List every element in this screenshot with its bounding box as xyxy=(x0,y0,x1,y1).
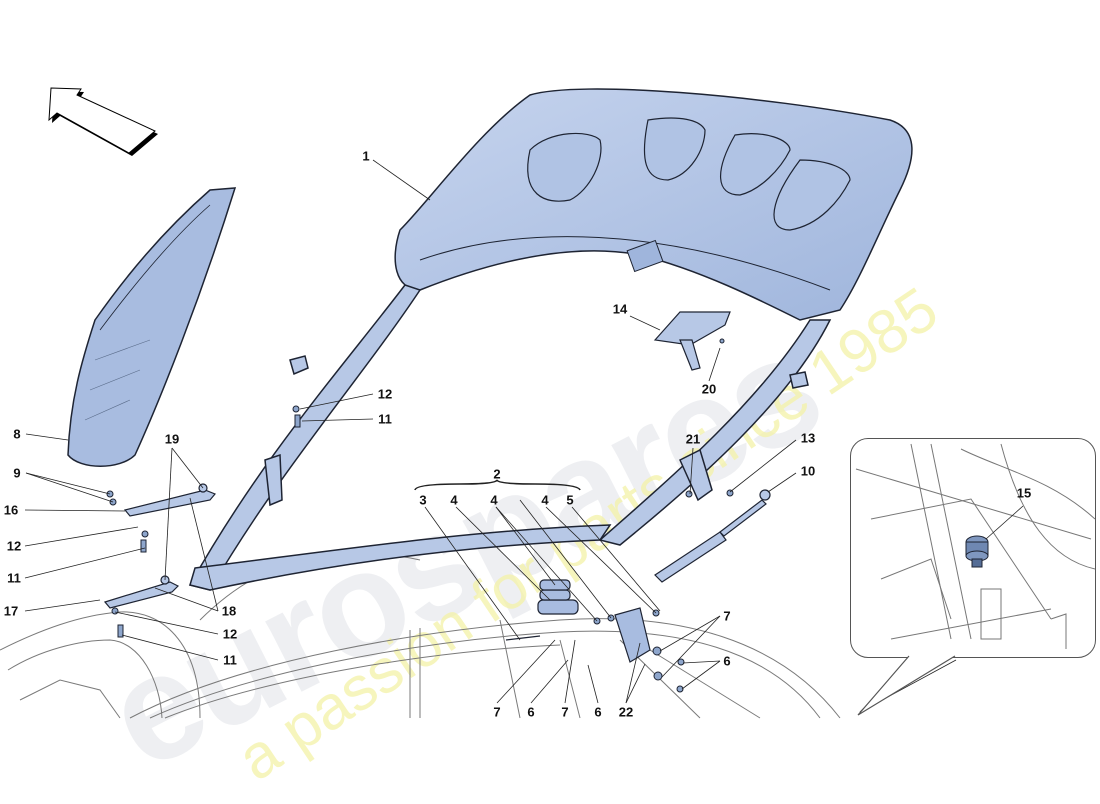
callout-14: 14 xyxy=(612,301,628,317)
part-1-engine-lid xyxy=(394,88,913,321)
callout-19: 19 xyxy=(164,431,180,447)
callout-16: 16 xyxy=(3,502,19,518)
callout-2: 2 xyxy=(493,466,501,482)
callout-15: 15 xyxy=(1016,485,1032,501)
callout-12: 12 xyxy=(377,386,393,402)
hood-frame xyxy=(188,284,832,591)
callout-11: 11 xyxy=(378,411,392,427)
callout-9: 9 xyxy=(13,465,21,481)
callout-12: 12 xyxy=(222,626,238,642)
part-14-bracket xyxy=(653,311,731,371)
part-15-rubber-buffer xyxy=(965,535,989,568)
callout-12: 12 xyxy=(6,538,22,554)
fasteners xyxy=(106,338,734,693)
callout-10: 10 xyxy=(800,463,816,479)
callout-5: 5 xyxy=(566,492,574,508)
callout-6: 6 xyxy=(527,704,535,720)
part-2-hinge-assembly xyxy=(505,579,651,663)
callout-7: 7 xyxy=(723,608,731,624)
callout-22: 22 xyxy=(618,704,634,720)
callout-7: 7 xyxy=(561,704,569,720)
callout-13: 13 xyxy=(800,430,816,446)
callout-11: 11 xyxy=(223,652,237,668)
inset-artwork xyxy=(855,443,1095,649)
arrow-up-left-icon xyxy=(48,87,158,156)
part-10-gas-strut xyxy=(654,489,771,583)
callout-3: 3 xyxy=(419,492,427,508)
callout-4: 4 xyxy=(541,492,549,508)
callout-4: 4 xyxy=(450,492,458,508)
callout-20: 20 xyxy=(701,381,717,397)
part-8-side-panel xyxy=(67,187,237,467)
callout-1: 1 xyxy=(362,148,370,164)
callout-21: 21 xyxy=(685,431,701,447)
callout-4: 4 xyxy=(490,492,498,508)
callout-17: 17 xyxy=(3,603,19,619)
callout-6: 6 xyxy=(723,653,731,669)
callout-11: 11 xyxy=(7,570,21,586)
callout-7: 7 xyxy=(493,704,501,720)
callout-18: 18 xyxy=(221,603,237,619)
car-body-outline xyxy=(0,552,841,719)
callout-6: 6 xyxy=(594,704,602,720)
detail-inset-view xyxy=(850,438,1096,658)
callout-8: 8 xyxy=(13,426,21,442)
